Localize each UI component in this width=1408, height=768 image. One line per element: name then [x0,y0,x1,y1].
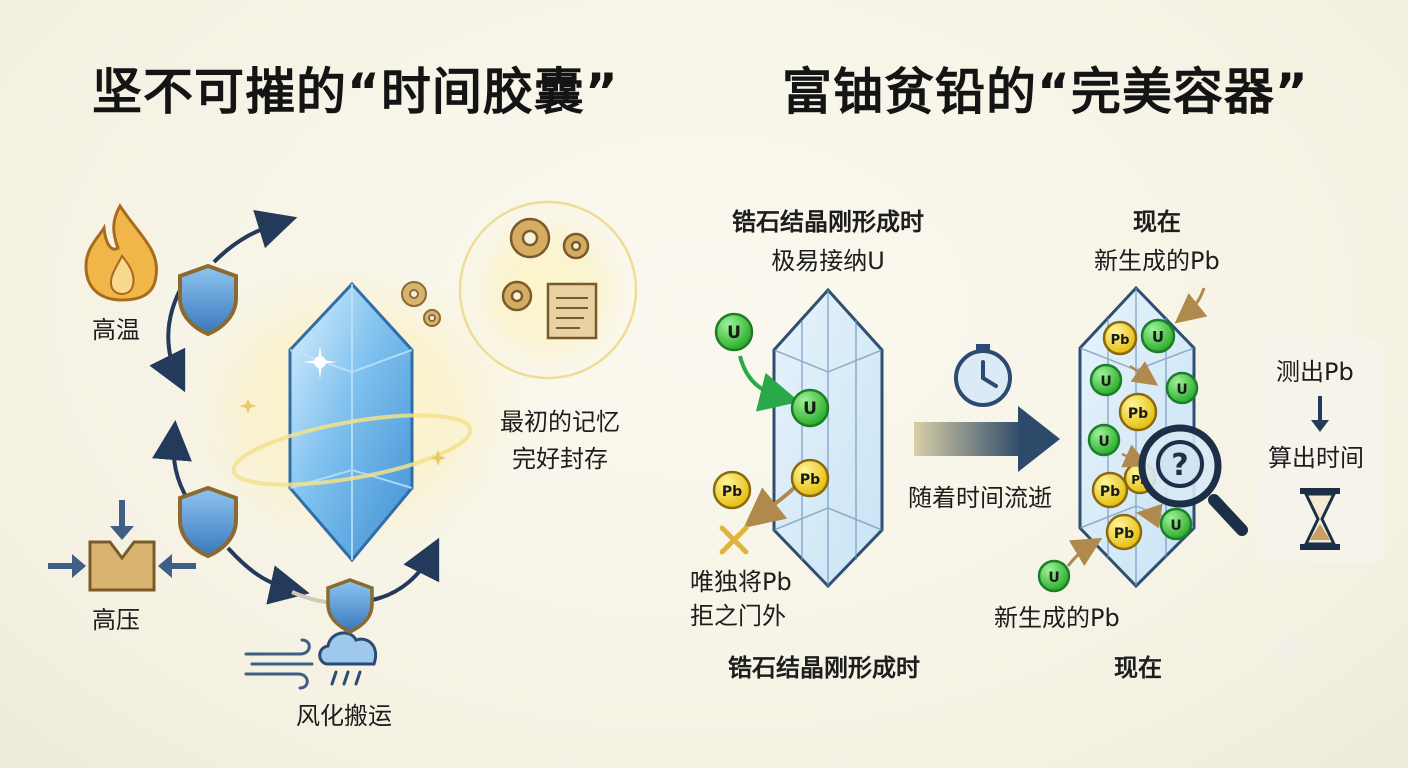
formation-caption-bottom: 锆石结晶刚形成时 [728,654,920,682]
uranium-atom-label: U [727,323,741,343]
flow-arrow [149,289,186,393]
sparkle-icon [1268,628,1312,672]
present-caption-line-2: 新生成的Pb [1094,247,1220,276]
memory-line-2: 完好封存 [512,445,608,474]
wind-icon [244,638,314,690]
flow-arrow [371,537,440,602]
sparkle-icon [430,450,446,466]
stopwatch-icon [954,344,1012,407]
lead-atom: Pb [712,470,752,510]
lead-atom: Pb [790,458,830,498]
flow-arrow [212,209,298,264]
present-caption: 现在 新生成的Pb [1094,204,1220,280]
down-arrow-icon [1311,396,1329,432]
cross-icon [719,525,749,555]
formation-caption: 锆石结晶刚形成时 极易接纳U [732,204,924,280]
uranium-atom-label: U [1100,374,1111,390]
rain-cloud-icon [318,631,377,686]
shield-icon [178,263,238,337]
heat-label: 高温 [92,316,140,344]
lead-atom-label: Pb [800,472,820,488]
formation-caption-line-1: 锆石结晶刚形成时 [732,208,924,236]
uranium-atom: U [1165,371,1199,405]
decay-arrow [1121,444,1150,468]
reject-note: 唯独将Pb 拒之门外 [690,566,792,633]
right-title: 富铀贫铅的“完美容器” [782,63,1309,121]
decay-arrow [1136,503,1163,529]
formation-caption-line-2: 极易接纳U [771,247,885,276]
new-pb-pointer [1066,537,1103,567]
uranium-atom: U [1140,318,1176,354]
new-pb-pointer [1174,287,1208,324]
uranium-atom: U [714,312,754,352]
uranium-atom-label: U [1170,518,1181,534]
memory-line-1: 最初的记忆 [500,408,620,436]
gear-icon [401,281,441,327]
crystal-formation [772,287,884,589]
fire-icon [84,203,159,302]
lead-atom: Pb [1118,392,1158,432]
lead-atom: Pb [1105,513,1143,551]
u-entry-arrow [738,355,800,412]
uranium-atom-label: U [1152,328,1164,346]
card-step-1: 测出Pb [1276,358,1354,386]
pressure-label: 高压 [92,606,140,634]
lead-atom: Pb [1091,471,1129,509]
time-arrow [914,406,1060,472]
decay-arrow [1129,361,1159,386]
lead-atom-label: Pb [1111,333,1130,348]
uranium-atom-label: U [1176,382,1187,398]
uranium-atom: U [1089,363,1123,397]
lead-atom-label: Pb [1100,484,1120,500]
present-side-note: 新生成的Pb [994,604,1120,632]
shield-icon [178,485,238,559]
uranium-atom: U [1037,559,1071,593]
uranium-atom-label: U [803,399,817,419]
halo-ring [231,413,473,487]
lead-atom-label: Pb [722,484,742,500]
svg-text:?: ? [1171,448,1188,483]
compression-icon [48,500,196,592]
pb-reject-arrow [743,484,798,528]
present-caption-bottom: 现在 [1114,654,1162,682]
sparkle-icon [240,398,256,414]
uranium-atom: U [790,388,830,428]
present-caption-line-1: 现在 [1132,208,1181,236]
memory-note: 最初的记忆 完好封存 [500,404,620,478]
weathering-label: 风化搬运 [296,702,392,730]
gear-icon [501,217,590,312]
left-title: 坚不可摧的“时间胶囊” [92,63,619,121]
question-icon: ? [1156,440,1204,488]
time-arrow-label: 随着时间流逝 [908,484,1052,512]
uranium-atom-label: U [1098,434,1109,450]
lead-atom-label: Pb [1114,526,1134,542]
lead-atom-label: Pb [1128,406,1148,422]
reject-line-1: 唯独将Pb [690,568,792,596]
card-step-2: 算出时间 [1268,444,1364,472]
flow-arrow [226,546,310,605]
scroll-icon [546,282,598,340]
reject-line-2: 拒之门外 [690,601,786,630]
shield-icon [326,578,374,634]
lead-atom: Pb [1102,320,1138,356]
uranium-atom: U [1087,423,1121,457]
hourglass-icon [1300,488,1340,550]
uranium-atom-label: U [1048,570,1059,586]
